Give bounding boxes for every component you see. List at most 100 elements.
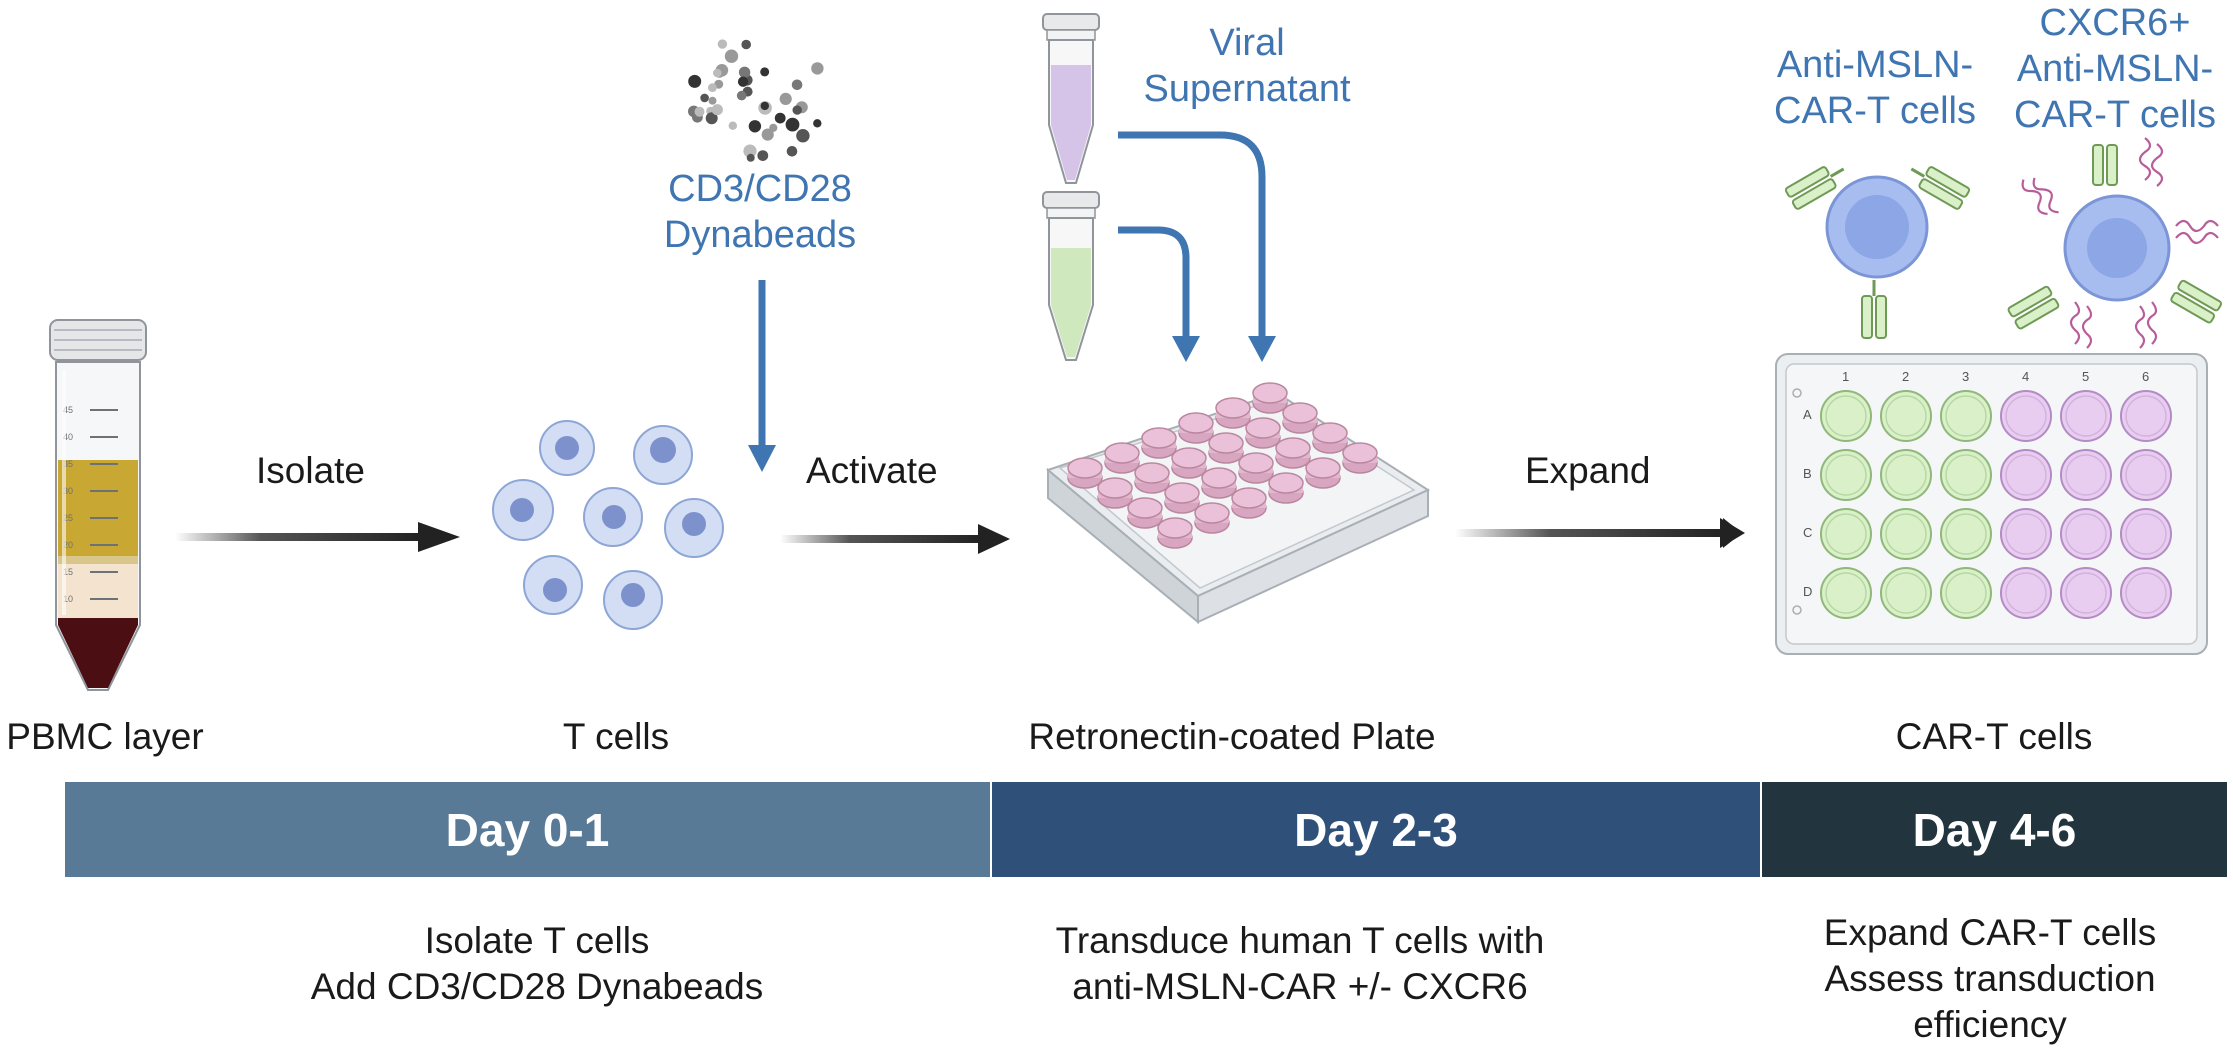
plate-column-label: 2 — [1902, 369, 1909, 384]
tube-mark-45: 45 — [63, 405, 73, 415]
plate-well — [1134, 462, 1170, 484]
anti-msln-car-t-label: Anti-MSLN- CAR-T cells — [1774, 42, 1976, 134]
dynabead — [688, 74, 702, 88]
dynabead — [746, 153, 755, 162]
plate-well-rim — [1945, 395, 1987, 437]
plate-well — [1268, 472, 1304, 494]
plate-well — [1201, 467, 1237, 489]
dynabead — [774, 112, 786, 124]
plate-well — [1141, 427, 1177, 449]
plate-well — [1275, 437, 1311, 459]
tube-mark-25: 25 — [63, 513, 73, 523]
dynabead — [705, 112, 718, 125]
plate-well-rim — [1885, 395, 1927, 437]
plate-well-purple — [2060, 390, 2112, 442]
day-4-6-description: Expand CAR-T cells Assess transduction e… — [1824, 910, 2156, 1048]
plate-column-label: 6 — [2142, 369, 2149, 384]
plate-well — [1171, 447, 1207, 469]
plate-well-rim — [1945, 572, 1987, 614]
t-cell — [523, 555, 583, 615]
t-cell — [539, 420, 595, 476]
t-cell — [583, 487, 643, 547]
plate-well-rim — [1825, 513, 1867, 555]
plate-well-purple — [2000, 508, 2052, 560]
viral-supernatant-label: Viral Supernatant — [1143, 20, 1350, 112]
description-line: Transduce human T cells with — [1055, 920, 1545, 961]
pbmc-tube-icon: 45 40 35 30 25 20 15 10 — [49, 319, 147, 691]
plate-well-rim — [2125, 454, 2167, 496]
plate-well — [1208, 432, 1244, 454]
plate-column-labels: 1 2 3 4 5 6 — [1842, 369, 2149, 384]
plate-well-green — [1820, 449, 1872, 501]
dynabead — [743, 144, 757, 158]
t-cell — [633, 425, 693, 485]
expand-label: Expand — [1525, 450, 1651, 491]
description-line: Assess transduction — [1824, 958, 2156, 999]
description-line: anti-MSLN-CAR +/- CXCR6 — [1072, 966, 1528, 1007]
dynabead — [724, 49, 739, 63]
activate-label: Activate — [806, 450, 938, 491]
cxcr6-car-t-cell-icon — [2007, 137, 2222, 349]
anti-msln-label-line: CAR-T cells — [1774, 90, 1976, 132]
cxcr6-label-line: Anti-MSLN- — [2016, 48, 2214, 90]
plate-well-purple — [2000, 390, 2052, 442]
plate-well-rim — [1885, 513, 1927, 555]
plate-well-rim — [1945, 454, 1987, 496]
cxcr6-car-t-label: CXCR6+ Anti-MSLN- CAR-T cells — [2014, 0, 2216, 138]
plate-well-rim — [2065, 395, 2107, 437]
description-line: Isolate T cells — [424, 920, 650, 961]
dynabead — [736, 90, 747, 101]
retronectin-plate-icon — [1045, 382, 1431, 625]
plate-well-green — [1820, 508, 1872, 560]
plate-row-label: A — [1803, 407, 1812, 422]
plate-well-rim — [2005, 395, 2047, 437]
car-t-24-well-plate-icon: 1 2 3 4 5 6 A B C D — [1775, 353, 2208, 655]
dynabead — [728, 121, 737, 130]
tube-mark-35: 35 — [63, 459, 73, 469]
dynabead — [769, 123, 778, 132]
dynabead — [711, 104, 723, 116]
dynabeads-label-line: Dynabeads — [663, 214, 857, 256]
plate-well — [1097, 477, 1133, 499]
dynabead — [737, 76, 749, 87]
anti-msln-label-line: Anti-MSLN- — [1776, 44, 1974, 86]
isolate-label: Isolate — [256, 450, 366, 491]
plate-column-label: 5 — [2082, 369, 2089, 384]
dynabead — [796, 129, 810, 143]
tube-plasma-layer — [58, 460, 138, 560]
tube-mark-15: 15 — [63, 567, 73, 577]
dynabeads-label: CD3/CD28 Dynabeads — [664, 166, 856, 258]
description-line: Expand CAR-T cells — [1823, 912, 2157, 953]
plate-well — [1104, 442, 1140, 464]
tube-graduation-labels: 45 40 35 30 25 20 15 10 — [63, 405, 73, 604]
plate-well-rim — [2125, 395, 2167, 437]
plate-well-rim — [2065, 572, 2107, 614]
dynabead — [792, 105, 802, 115]
plate-well-purple — [2060, 508, 2112, 560]
plate-well-green — [1880, 390, 1932, 442]
car-t-cells-label: CAR-T cells — [1895, 716, 2093, 757]
dynabeads-label-line: CD3/CD28 — [668, 168, 852, 210]
plate-well-purple — [2120, 449, 2172, 501]
tube-mark-20: 20 — [63, 540, 73, 550]
plate-well — [1157, 517, 1193, 539]
plate-well-rim — [1825, 395, 1867, 437]
plate-well-rim — [1825, 572, 1867, 614]
plate-well — [1178, 412, 1214, 434]
plate-well-purple — [2120, 567, 2172, 619]
plate-well-green — [1880, 567, 1932, 619]
dynabead — [811, 62, 824, 75]
t-cells-cluster — [492, 420, 724, 630]
viral-arrow-large-icon — [1118, 131, 1276, 362]
tube-rbc-layer — [58, 618, 138, 688]
timeline-day-4-6-label: Day 4-6 — [1912, 803, 2077, 856]
plate-well-rim — [2065, 454, 2107, 496]
plate-well-purple — [2060, 567, 2112, 619]
timeline-day-2-3-label: Day 2-3 — [1294, 803, 1458, 856]
isolate-arrow-icon — [175, 522, 460, 552]
plate-well-rim — [1825, 454, 1867, 496]
tube-buffy-layer — [58, 564, 138, 618]
t-cell — [492, 479, 554, 541]
plate-row-labels: A B C D — [1803, 407, 1812, 599]
